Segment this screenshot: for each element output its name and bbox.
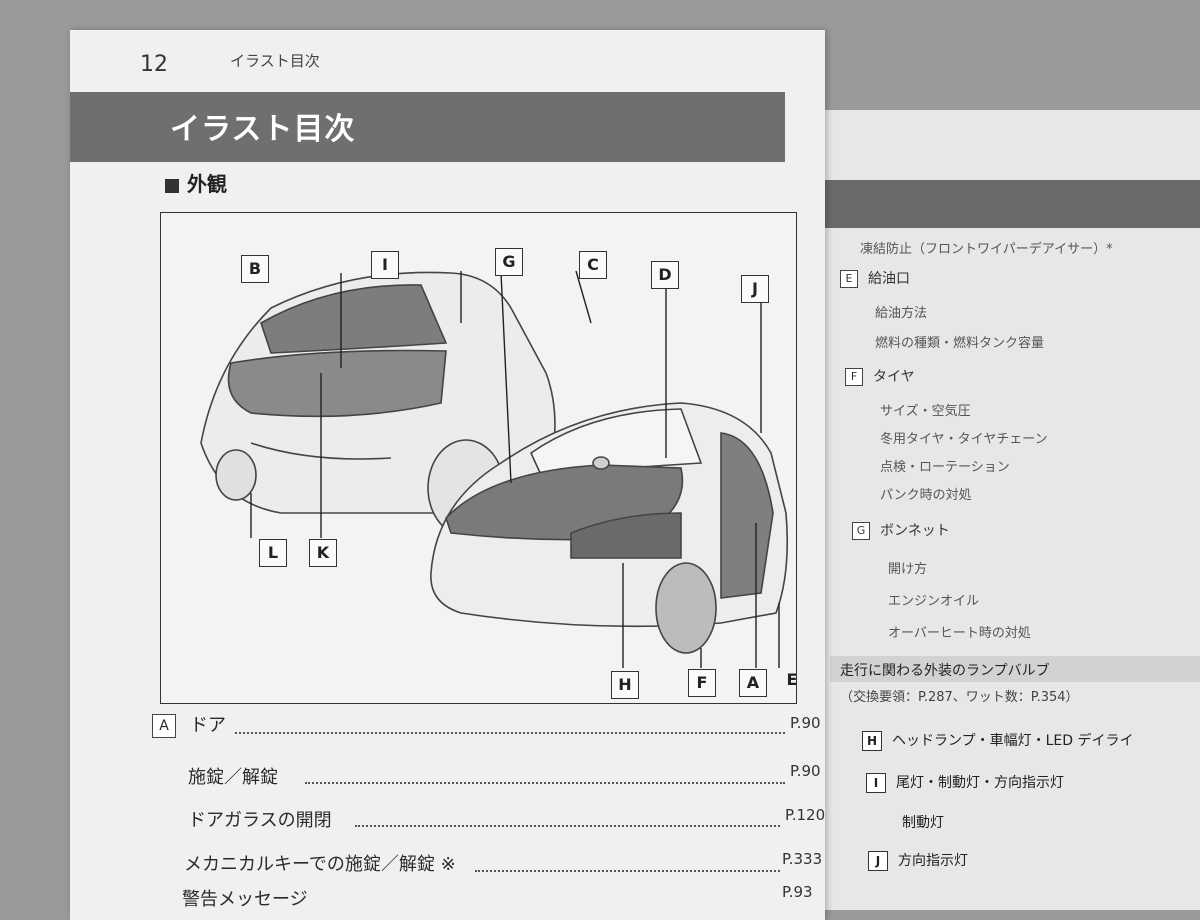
letter-box: G	[852, 522, 870, 540]
square-bullet-icon	[165, 178, 179, 193]
entry-label: ドア	[190, 715, 226, 736]
callout-e: E	[786, 670, 798, 689]
lamp-h[interactable]: H ヘッドランプ・車幅灯・LED デイライ	[862, 730, 1133, 751]
item-g[interactable]: G ボンネット	[852, 520, 950, 540]
lamp-i[interactable]: I 尾灯・制動灯・方向指示灯	[866, 772, 1064, 793]
letter-box: A	[152, 714, 176, 738]
lamp-j[interactable]: J 方向指示灯	[868, 850, 968, 871]
item-label: ボンネット	[880, 523, 950, 539]
sub-item[interactable]: 点検・ローテーション	[880, 460, 1010, 475]
title-banner: イラスト目次	[70, 92, 785, 162]
callout-f: F	[688, 669, 716, 697]
sub-item[interactable]: エンジンオイル	[888, 594, 980, 609]
letter-box: I	[866, 773, 886, 793]
lamp-label: 尾灯・制動灯・方向指示灯	[896, 775, 1064, 791]
callout-c: C	[579, 251, 607, 279]
leader-dots	[355, 825, 780, 827]
item-f[interactable]: F タイヤ	[845, 366, 915, 386]
section-heading: 外観	[165, 168, 227, 197]
callout-i: I	[371, 251, 399, 279]
item-label: タイヤ	[873, 369, 915, 385]
car-illustration: B I G C D J L K H F A E	[160, 212, 797, 704]
lamp-brake[interactable]: 制動灯	[902, 815, 944, 831]
callout-j: J	[741, 275, 769, 303]
entry-warning[interactable]: 警告メッセージ	[182, 889, 308, 910]
right-banner	[790, 180, 1200, 228]
right-page: 凍結防止（フロントワイパーデアイサー）* E 給油口 給油方法 燃料の種類・燃料タ…	[790, 110, 1200, 910]
callout-a: A	[739, 669, 767, 697]
callout-b: B	[241, 255, 269, 283]
page-ref[interactable]: P.333	[782, 850, 823, 868]
sub-item[interactable]: パンク時の対処	[880, 488, 972, 503]
lamp-band	[830, 656, 1200, 682]
sub-item[interactable]: 燃料の種類・燃料タンク容量	[875, 336, 1045, 351]
page-title: イラスト目次	[170, 112, 356, 147]
leader-dots	[475, 870, 780, 872]
sub-item[interactable]: 開け方	[888, 562, 928, 577]
callout-k: K	[309, 539, 337, 567]
lamp-label: 方向指示灯	[898, 853, 968, 869]
callout-l: L	[259, 539, 287, 567]
entry-lock[interactable]: 施錠／解錠	[188, 767, 278, 788]
lamp-band-title: 走行に関わる外装のランプバルブ	[840, 663, 1050, 679]
letter-box: E	[840, 270, 858, 288]
page-number: 12	[140, 52, 168, 77]
sub-item[interactable]: 給油方法	[875, 306, 928, 321]
page-ref[interactable]: P.120	[785, 806, 826, 824]
sub-item[interactable]: サイズ・空気圧	[880, 404, 971, 419]
top-line: 凍結防止（フロントワイパーデアイサー）*	[860, 242, 1113, 257]
callout-d: D	[651, 261, 679, 289]
callout-g: G	[495, 248, 523, 276]
sub-item[interactable]: 冬用タイヤ・タイヤチェーン	[880, 432, 1048, 447]
item-label: 給油口	[868, 271, 910, 287]
letter-box: H	[862, 731, 882, 751]
letter-box: J	[868, 851, 888, 871]
entry-mechanical-key[interactable]: メカニカルキーでの施錠／解錠 ※	[184, 854, 456, 875]
leader-dots	[305, 782, 785, 784]
running-head: イラスト目次	[230, 52, 320, 70]
entry-door[interactable]: A ドア	[152, 711, 226, 738]
car-drawing	[200, 270, 789, 668]
callout-h: H	[611, 671, 639, 699]
entry-window[interactable]: ドアガラスの開閉	[188, 810, 332, 831]
page-ref[interactable]: P.93	[782, 883, 813, 901]
lamp-band-sub: （交換要領：P.287、ワット数：P.354）	[840, 690, 1079, 705]
left-page: 12 イラスト目次 イラスト目次 外観	[70, 30, 825, 920]
page-ref[interactable]: P.90	[790, 762, 821, 780]
leader-dots	[235, 732, 785, 734]
item-e[interactable]: E 給油口	[840, 268, 910, 288]
letter-box: F	[845, 368, 863, 386]
sub-item[interactable]: オーバーヒート時の対処	[888, 626, 1031, 641]
section-title: 外観	[187, 172, 227, 196]
lamp-label: ヘッドランプ・車幅灯・LED デイライ	[892, 733, 1134, 749]
page-ref[interactable]: P.90	[790, 714, 821, 732]
